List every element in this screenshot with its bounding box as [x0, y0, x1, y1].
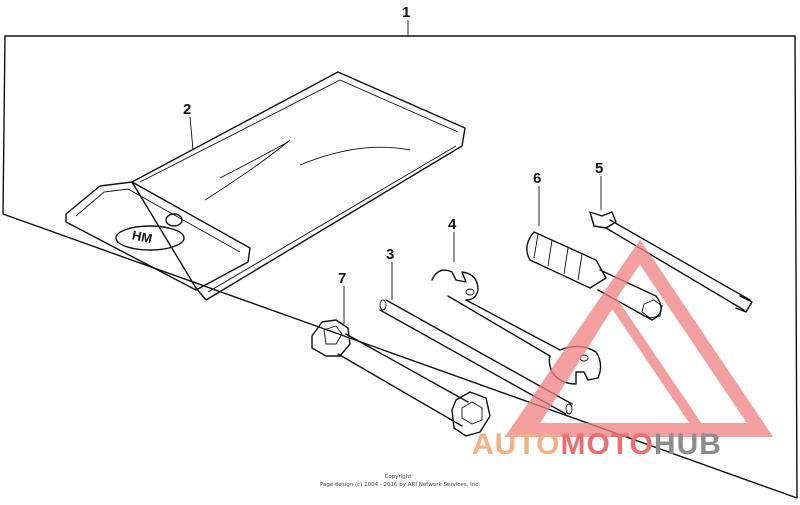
watermark-text: AUTOMOTOHUB: [472, 428, 722, 461]
screwdriver: [526, 231, 663, 321]
callout-1: 1: [402, 4, 410, 21]
callout-4: 4: [448, 216, 457, 233]
leader-2: [189, 116, 194, 151]
callout-2: 2: [183, 101, 191, 118]
pouch-snap-button: [165, 213, 183, 227]
tool-pouch: HM: [65, 71, 466, 301]
callout-5: 5: [595, 160, 603, 177]
box-wrench: [311, 319, 491, 437]
watermark-logo: [504, 239, 774, 437]
copyright-line-2: Page design (c) 2004 - 2016 by ARI Netwo…: [320, 482, 480, 488]
callout-6: 6: [533, 170, 541, 187]
kit-frame: [2, 35, 798, 499]
copyright-line-1: Copyright: [385, 474, 413, 480]
callout-7: 7: [338, 270, 346, 287]
callout-3: 3: [386, 246, 394, 263]
pouch-logo: HM: [131, 227, 154, 246]
pouch-logo-badge: [115, 225, 185, 251]
screwdriver-bit: [589, 211, 753, 313]
